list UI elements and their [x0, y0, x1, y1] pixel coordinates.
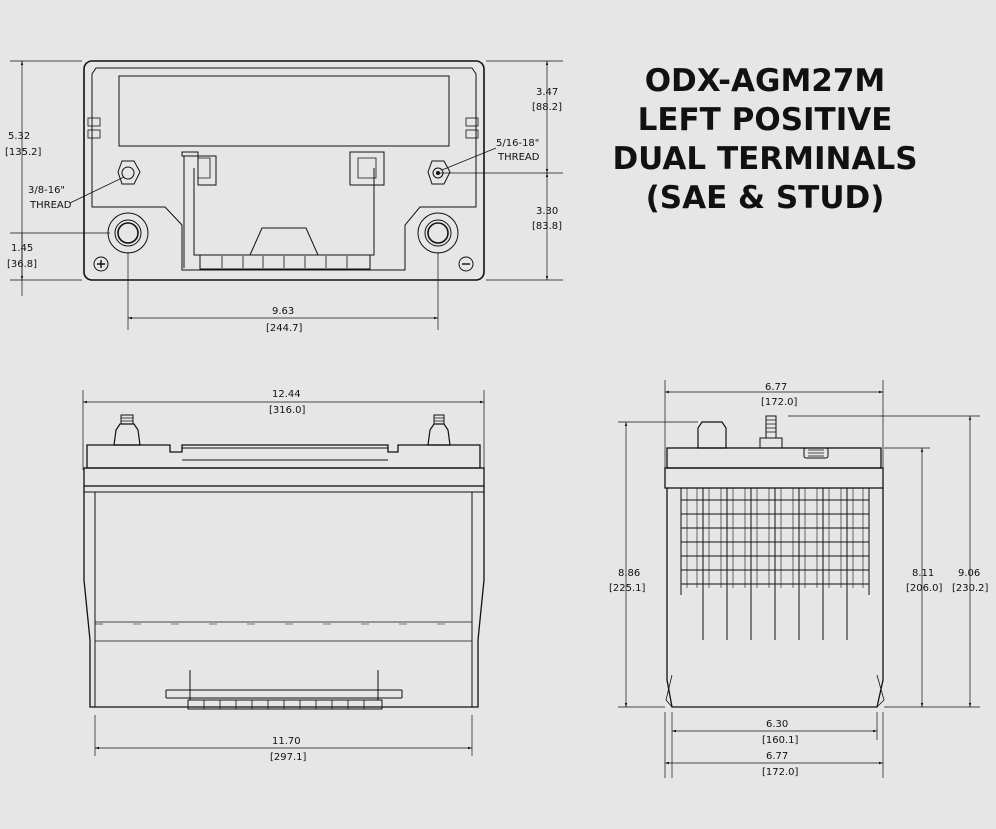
overall-height-mm: [135.2] — [5, 147, 42, 158]
left-thread-label: THREAD — [29, 200, 72, 211]
front-base-width-mm: [297.1] — [270, 752, 307, 763]
side-total-height-mm: [230.2] — [952, 583, 989, 594]
side-vent-cap — [803, 447, 829, 459]
stud-to-bottom-in: 3.30 — [536, 206, 558, 217]
front-view: 12.44 [316.0] 11.70 [297.1] — [82, 389, 485, 763]
side-base-width-in: 6.30 — [766, 719, 788, 730]
post-spacing-mm: [244.7] — [266, 323, 303, 334]
vent-strip — [199, 254, 371, 270]
side-sae-post — [697, 421, 727, 449]
upper-to-stud-in: 3.47 — [536, 87, 558, 98]
side-base-width-mm: [160.1] — [762, 735, 799, 746]
overall-height-in: 5.32 — [8, 131, 30, 142]
front-right-terminal — [427, 414, 451, 446]
stud-to-bottom-mm: [83.8] — [532, 221, 562, 232]
side-top-width-in: 6.77 — [765, 382, 787, 393]
top-view: 5.32 [135.2] 1.45 [36.8] 3.47 [88.2] 3.3… — [5, 60, 563, 334]
front-base-handle — [165, 670, 403, 710]
side-stud-terminal — [759, 415, 783, 449]
side-case-height-in: 8.11 — [912, 568, 934, 579]
left-sae-post — [107, 212, 149, 254]
post-height-in: 1.45 — [11, 243, 33, 254]
front-left-terminal — [113, 414, 141, 446]
drawing-title: ODX-AGM27M LEFT POSITIVE DUAL TERMINALS … — [600, 62, 930, 218]
front-top-width-mm: [316.0] — [269, 405, 306, 416]
positive-mark-icon — [93, 256, 109, 272]
post-height-mm: [36.8] — [7, 259, 37, 270]
post-spacing-in: 9.63 — [272, 306, 294, 317]
negative-mark-icon — [458, 256, 474, 272]
right-stud-terminal — [427, 160, 451, 185]
side-view: 6.77 [172.0] 8.86 [225.1] — [609, 380, 989, 778]
front-base-width-in: 11.70 — [272, 736, 301, 747]
right-thread-label: THREAD — [497, 152, 540, 163]
side-overall-width-mm: [172.0] — [762, 767, 799, 778]
side-body-height-mm: [225.1] — [609, 583, 646, 594]
title-terminal-types: (SAE & STUD) — [645, 180, 885, 216]
side-body-height-in: 8.86 — [618, 568, 640, 579]
side-case-height-mm: [206.0] — [906, 583, 943, 594]
title-model: ODX-AGM27M — [644, 63, 886, 99]
left-stud-terminal — [117, 160, 141, 185]
side-ribs — [680, 488, 870, 640]
side-total-height-in: 9.06 — [958, 568, 980, 579]
left-thread-size: 3/8-16" — [28, 185, 65, 196]
front-top-width-in: 12.44 — [272, 389, 301, 400]
right-sae-post — [417, 212, 459, 254]
side-overall-width-in: 6.77 — [766, 751, 788, 762]
title-terminals: DUAL TERMINALS — [612, 141, 918, 177]
title-polarity: LEFT POSITIVE — [637, 102, 893, 138]
side-top-width-mm: [172.0] — [761, 397, 798, 408]
upper-to-stud-mm: [88.2] — [532, 102, 562, 113]
right-thread-size: 5/16-18" — [496, 138, 539, 149]
